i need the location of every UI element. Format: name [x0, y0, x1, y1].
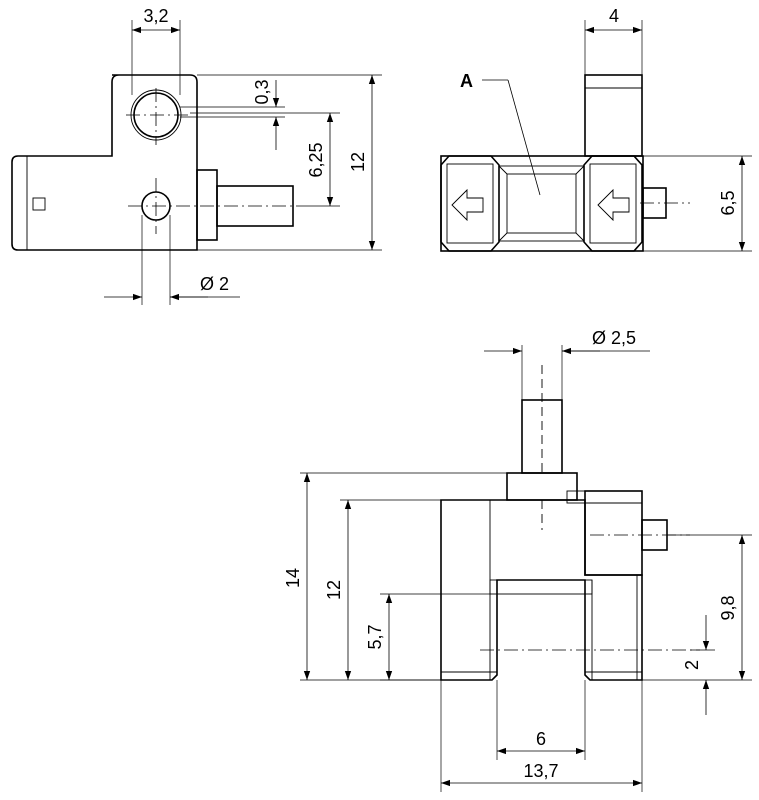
dim-6-5: 6,5 [718, 190, 738, 215]
dim-6-25: 6,25 [306, 142, 326, 177]
dim-dia-2: Ø 2 [200, 274, 229, 294]
dim-3-2: 3,2 [143, 6, 168, 26]
side-pin [216, 185, 294, 227]
top-block [584, 74, 643, 157]
bottom-view: Ø 2,5 14 12 5,7 9,8 2 6 13,7 [283, 328, 752, 792]
dim-6: 6 [536, 729, 546, 749]
left-end-cap [440, 155, 500, 252]
pin-collar [506, 472, 578, 501]
dim-dia-2-5: Ø 2,5 [592, 328, 636, 348]
dim-5-7: 5,7 [365, 624, 385, 649]
label-a: A [460, 71, 473, 91]
dim-13-7: 13,7 [523, 761, 558, 781]
left-arrow-icon-right [597, 188, 630, 222]
top-right-view: A 4 6,5 [440, 6, 752, 252]
optical-window [498, 165, 585, 242]
slot-top [489, 579, 593, 595]
right-end-cap [583, 155, 643, 252]
connector-block [584, 490, 643, 576]
dim-12-top: 12 [348, 152, 368, 172]
left-arrow-icon [451, 188, 484, 222]
top-left-view: 3,2 0,3 6,25 12 Ø 2 [11, 6, 382, 305]
dim-2: 2 [682, 660, 702, 670]
dim-4: 4 [609, 6, 619, 26]
dim-14: 14 [283, 568, 303, 588]
sensor-body-outline [11, 74, 198, 251]
side-boss [196, 169, 218, 241]
dim-12-bottom: 12 [324, 580, 344, 600]
dim-0-3: 0,3 [252, 79, 272, 104]
u-body-outline [440, 499, 643, 681]
housing-body [440, 155, 644, 252]
connector-slot [32, 197, 46, 211]
dim-9-8: 9,8 [718, 595, 738, 620]
